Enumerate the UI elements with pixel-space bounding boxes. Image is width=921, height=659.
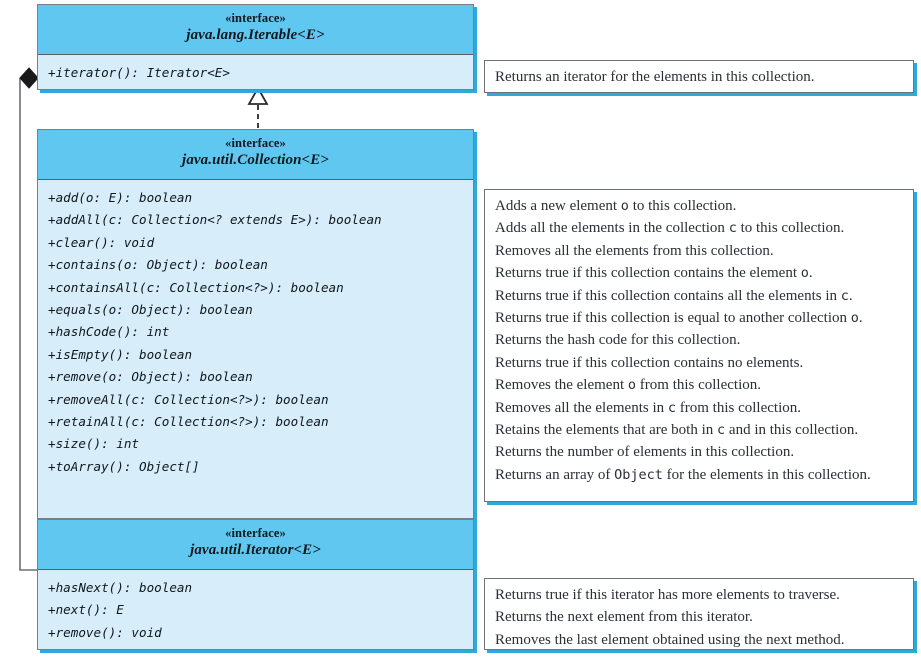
description-line: Returns an iterator for the elements in … bbox=[495, 66, 913, 88]
uml-member: +clear(): void bbox=[48, 234, 155, 250]
description-code-token: o bbox=[620, 198, 629, 214]
description-text: from this collection. bbox=[636, 377, 762, 394]
description-text: . bbox=[858, 310, 863, 327]
uml-member-list: +add(o: E): boolean +addAll(c: Collectio… bbox=[38, 180, 473, 486]
stereotype-label: «interface» bbox=[225, 11, 286, 25]
uml-member: +contains(o: Object): boolean bbox=[48, 257, 268, 273]
uml-member: +isEmpty(): boolean bbox=[48, 346, 193, 362]
description-box-iterator: Returns true if this iterator has more e… bbox=[484, 578, 914, 650]
description-line: Returns the hash code for this collectio… bbox=[495, 329, 913, 351]
uml-member: +remove(): void bbox=[48, 624, 162, 640]
description-text: Returns the next element from this itera… bbox=[495, 609, 753, 626]
class-name-label: java.util.Collection<E> bbox=[182, 152, 329, 168]
description-text: Returns the number of elements in this c… bbox=[495, 444, 795, 461]
description-line: Returns true if this collection contains… bbox=[495, 285, 913, 307]
description-text: Retains the elements that are both in bbox=[495, 422, 718, 439]
description-line: Returns the next element from this itera… bbox=[495, 606, 913, 628]
description-line: Returns an array of Object for the eleme… bbox=[495, 464, 913, 486]
description-text: to this collection. bbox=[736, 220, 845, 237]
description-text: Removes all the elements in bbox=[495, 399, 668, 416]
description-text: Returns true if this collection is equal… bbox=[495, 310, 851, 327]
description-line: Removes the last element obtained using … bbox=[495, 629, 913, 651]
class-name-label: java.util.Iterator<E> bbox=[190, 542, 321, 558]
description-code-token: c bbox=[840, 287, 849, 304]
description-text: to this collection. bbox=[628, 198, 737, 214]
uml-class-header: «interface» java.util.Collection<E> bbox=[38, 130, 473, 180]
uml-member: +iterator(): Iterator<E> bbox=[48, 65, 230, 80]
description-box-iterable: Returns an iterator for the elements in … bbox=[484, 60, 914, 93]
uml-class-iterator[interactable]: «interface» java.util.Iterator<E> +hasNe… bbox=[37, 519, 474, 650]
description-text: . bbox=[848, 287, 853, 304]
description-text: for the elements in this collection. bbox=[662, 466, 871, 483]
uml-member: +hasNext(): boolean bbox=[48, 580, 193, 595]
description-code-token: Object bbox=[614, 466, 663, 483]
uml-member: +next(): E bbox=[48, 602, 124, 618]
uml-member: +addAll(c: Collection<? extends E>): boo… bbox=[48, 212, 382, 228]
uml-member: +hashCode(): int bbox=[48, 324, 170, 340]
description-line: Removes all the elements in c from this … bbox=[495, 397, 913, 419]
description-line: Returns true if this collection contains… bbox=[495, 262, 913, 284]
uml-member: +toArray(): Object[] bbox=[48, 458, 200, 474]
uml-class-iterable[interactable]: «interface» java.lang.Iterable<E> +itera… bbox=[37, 4, 474, 90]
description-text: . bbox=[808, 265, 813, 282]
description-text: Removes all the elements from this colle… bbox=[495, 242, 774, 259]
uml-class-header: «interface» java.util.Iterator<E> bbox=[38, 520, 473, 570]
description-code-token: o bbox=[850, 310, 859, 327]
description-text: Removes the last element obtained using … bbox=[495, 631, 845, 648]
uml-member: +equals(o: Object): boolean bbox=[48, 302, 253, 318]
class-name-label: java.lang.Iterable<E> bbox=[186, 27, 325, 43]
description-text: Returns true if this collection contains… bbox=[495, 287, 841, 304]
uml-member-list: +iterator(): Iterator<E> bbox=[38, 55, 473, 92]
description-text: Returns an array of bbox=[495, 466, 615, 483]
description-text: Returns true if this collection contains… bbox=[495, 265, 801, 282]
description-line: Adds a new element o to this collection. bbox=[495, 195, 913, 217]
description-line: Returns true if this iterator has more e… bbox=[495, 584, 913, 606]
description-line: Returns the number of elements in this c… bbox=[495, 441, 913, 463]
uml-class-collection[interactable]: «interface» java.util.Collection<E> +add… bbox=[37, 129, 474, 519]
uml-class-header: «interface» java.lang.Iterable<E> bbox=[38, 5, 473, 55]
uml-member: +removeAll(c: Collection<?>): boolean bbox=[48, 391, 329, 407]
description-code-token: o bbox=[800, 265, 809, 282]
description-text: Returns the hash code for this collectio… bbox=[495, 332, 741, 349]
description-text: from this collection. bbox=[676, 399, 801, 416]
description-code-token: c bbox=[717, 422, 726, 439]
uml-member: +remove(o: Object): boolean bbox=[48, 369, 253, 385]
description-text: and in this collection. bbox=[725, 422, 859, 439]
description-line: Removes the element o from this collecti… bbox=[495, 374, 913, 396]
uml-member: +containsAll(c: Collection<?>): boolean bbox=[48, 279, 344, 295]
description-text: Adds a new element bbox=[495, 198, 621, 214]
description-line: Returns true if this collection is equal… bbox=[495, 307, 913, 329]
description-text: Returns true if this collection contains… bbox=[495, 354, 804, 371]
stereotype-label: «interface» bbox=[225, 136, 286, 150]
description-code-token: c bbox=[667, 399, 677, 416]
description-text: Adds all the elements in the collection bbox=[495, 220, 729, 237]
description-text: Returns true if this iterator has more e… bbox=[495, 587, 840, 603]
composition-connector bbox=[19, 67, 39, 571]
realization-connector bbox=[247, 86, 269, 128]
uml-member: +add(o: E): boolean bbox=[48, 190, 193, 205]
uml-member-list: +hasNext(): boolean +next(): E +remove()… bbox=[38, 570, 473, 652]
description-line: Retains the elements that are both in c … bbox=[495, 419, 913, 441]
description-line: Adds all the elements in the collection … bbox=[495, 217, 913, 239]
description-line: Returns true if this collection contains… bbox=[495, 352, 913, 374]
description-code-token: o bbox=[627, 377, 637, 394]
description-line: Removes all the elements from this colle… bbox=[495, 240, 913, 262]
description-box-collection: Adds a new element o to this collection.… bbox=[484, 189, 914, 502]
description-text: Returns an iterator for the elements in … bbox=[495, 69, 815, 85]
description-text: Removes the element bbox=[495, 377, 628, 394]
uml-member: +size(): int bbox=[48, 436, 139, 452]
stereotype-label: «interface» bbox=[225, 526, 286, 540]
description-code-token: c bbox=[728, 220, 737, 237]
uml-member: +retainAll(c: Collection<?>): boolean bbox=[48, 414, 329, 430]
